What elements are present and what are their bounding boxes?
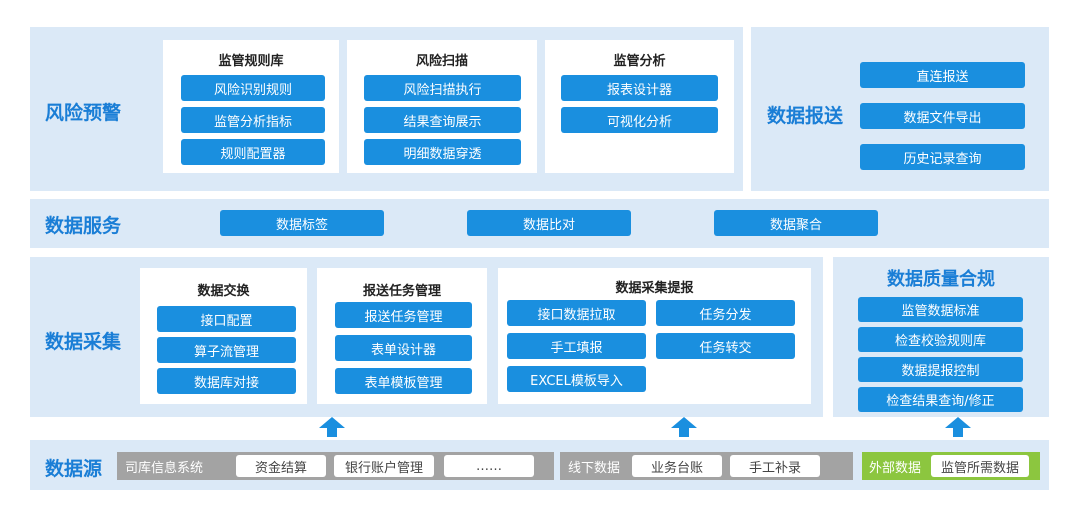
task-transfer-button[interactable]: 任务转交 bbox=[656, 333, 795, 359]
bank-account-mgmt-chip[interactable]: 银行账户管理 bbox=[334, 455, 434, 477]
task-mgmt-title: 报送任务管理 bbox=[362, 284, 441, 299]
arrow-up-icon bbox=[319, 417, 345, 437]
interface-config-button[interactable]: 接口配置 bbox=[157, 306, 296, 332]
risk-scan-execute-button[interactable]: 风险扫描执行 bbox=[364, 75, 521, 101]
manual-fill-button[interactable]: 手工填报 bbox=[507, 333, 646, 359]
report-designer-button[interactable]: 报表设计器 bbox=[561, 75, 718, 101]
data-source-label: 数据源 bbox=[45, 458, 103, 480]
external-data-title: 外部数据 bbox=[869, 460, 922, 476]
check-rule-library-button[interactable]: 检查校验规则库 bbox=[858, 327, 1023, 352]
submission-task-mgmt-button[interactable]: 报送任务管理 bbox=[335, 302, 472, 328]
rule-library-title: 监管规则库 bbox=[218, 54, 284, 69]
operator-flow-mgmt-button[interactable]: 算子流管理 bbox=[157, 337, 296, 363]
data-submission-label: 数据报送 bbox=[767, 105, 844, 127]
form-designer-button[interactable]: 表单设计器 bbox=[335, 335, 472, 361]
risk-scan-title: 风险扫描 bbox=[415, 54, 468, 69]
data-quality-title: 数据质量合规 bbox=[887, 269, 995, 290]
data-file-export-button[interactable]: 数据文件导出 bbox=[860, 103, 1025, 129]
data-service-label: 数据服务 bbox=[45, 215, 122, 237]
treasury-system-title: 司库信息系统 bbox=[125, 460, 204, 476]
arrow-up-icon bbox=[671, 417, 697, 437]
fund-settlement-chip[interactable]: 资金结算 bbox=[236, 455, 326, 477]
risk-warning-label: 风险预警 bbox=[45, 102, 122, 124]
manual-supplement-chip[interactable]: 手工补录 bbox=[730, 455, 820, 477]
check-result-query-fix-button[interactable]: 检查结果查询/修正 bbox=[858, 387, 1023, 412]
arrow-up-icon bbox=[945, 417, 971, 437]
visual-analysis-button[interactable]: 可视化分析 bbox=[561, 107, 718, 133]
data-submission-control-button[interactable]: 数据提报控制 bbox=[858, 357, 1023, 382]
excel-template-import-button[interactable]: EXCEL模板导入 bbox=[507, 366, 646, 392]
detail-data-drilldown-button[interactable]: 明细数据穿透 bbox=[364, 139, 521, 165]
result-query-display-button[interactable]: 结果查询展示 bbox=[364, 107, 521, 133]
regulatory-analysis-title: 监管分析 bbox=[613, 54, 666, 69]
regulatory-required-data-chip[interactable]: 监管所需数据 bbox=[931, 455, 1029, 477]
interface-data-pull-button[interactable]: 接口数据拉取 bbox=[507, 300, 646, 326]
regulatory-analysis-indicators-button[interactable]: 监管分析指标 bbox=[181, 107, 325, 133]
task-distribute-button[interactable]: 任务分发 bbox=[656, 300, 795, 326]
business-ledger-chip[interactable]: 业务台账 bbox=[632, 455, 722, 477]
rule-configurator-button[interactable]: 规则配置器 bbox=[181, 139, 325, 165]
regulatory-data-standard-button[interactable]: 监管数据标准 bbox=[858, 297, 1023, 322]
form-template-mgmt-button[interactable]: 表单模板管理 bbox=[335, 368, 472, 394]
database-connect-button[interactable]: 数据库对接 bbox=[157, 368, 296, 394]
data-exchange-title: 数据交换 bbox=[197, 284, 250, 299]
offline-data-title: 线下数据 bbox=[568, 460, 621, 476]
regulatory-analysis-panel bbox=[545, 40, 734, 173]
data-collect-report-title: 数据采集提报 bbox=[615, 281, 694, 296]
data-tag-button[interactable]: 数据标签 bbox=[220, 210, 384, 236]
data-collection-label: 数据采集 bbox=[45, 331, 122, 353]
history-query-button[interactable]: 历史记录查询 bbox=[860, 144, 1025, 170]
direct-submission-button[interactable]: 直连报送 bbox=[860, 62, 1025, 88]
data-aggregation-button[interactable]: 数据聚合 bbox=[714, 210, 878, 236]
more-chip[interactable]: …… bbox=[444, 455, 534, 477]
data-compare-button[interactable]: 数据比对 bbox=[467, 210, 631, 236]
risk-identification-rules-button[interactable]: 风险识别规则 bbox=[181, 75, 325, 101]
